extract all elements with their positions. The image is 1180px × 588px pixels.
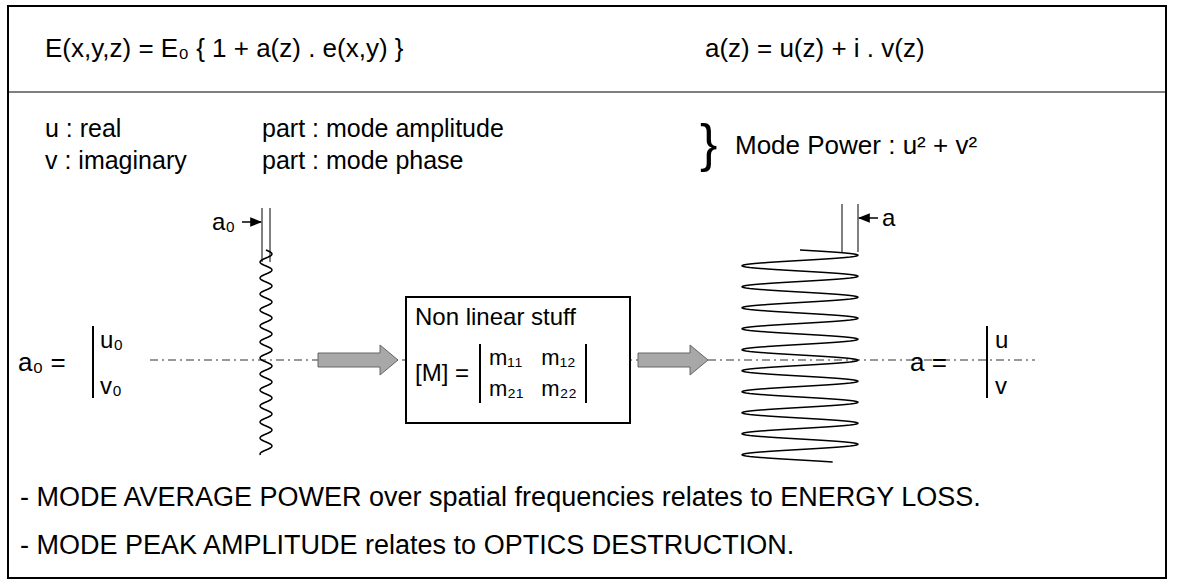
frame [8,6,1166,578]
brace: } [700,117,717,169]
vector-component: u₀ [100,328,123,352]
amplitude-tick [270,208,271,262]
vector-component: u [995,328,1008,352]
definition: part : mode amplitude [262,116,504,141]
amplitude-arrow [242,221,261,223]
small-wave [260,250,272,455]
vector-label: a₀ = [18,349,66,375]
matrix-entry: m₁₁ [489,346,523,370]
box-title: Non linear stuff [415,304,619,330]
block-arrow [318,345,398,375]
vector-component: v [995,374,1007,398]
vector-bar [986,326,988,398]
matrix-entry: m₂₂ [541,377,576,401]
vector-bar [92,326,94,398]
amplitude-label: a₀ [212,210,235,234]
matrix-entry: m₂₁ [489,377,523,401]
amplitude-tick [858,204,859,252]
formula: E(x,y,z) = E₀ { 1 + a(z) . e(x,y) } [45,35,404,61]
block-arrow [638,345,708,375]
matrix-entry: m₁₂ [541,346,576,370]
matrix-label: [M] = [415,360,469,386]
amplitude-tick [262,208,263,262]
matrix-row: [M] = m₁₁ m₁₂ m₂₁ m₂₂ [415,344,619,402]
amplitude-arrow [859,217,878,219]
vector-component: v₀ [100,374,122,398]
process-box: Non linear stuff [M] = m₁₁ m₁₂ m₂₁ m₂₂ [405,296,631,424]
matrix: m₁₁ m₁₂ m₂₁ m₂₂ [479,344,587,402]
definition: v : imaginary [45,148,187,173]
formula: a(z) = u(z) + i . v(z) [705,35,925,61]
note: - MODE AVERAGE POWER over spatial freque… [20,484,981,511]
amplitude-label: a [882,206,895,230]
definition: part : mode phase [262,148,464,173]
formula: Mode Power : u² + v² [735,132,977,158]
amplitude-tick [842,204,843,252]
large-wave [742,250,858,462]
vector-label: a = [910,349,947,375]
note: - MODE PEAK AMPLITUDE relates to OPTICS … [20,532,794,559]
separator [8,92,1166,93]
definition: u : real [45,116,121,141]
